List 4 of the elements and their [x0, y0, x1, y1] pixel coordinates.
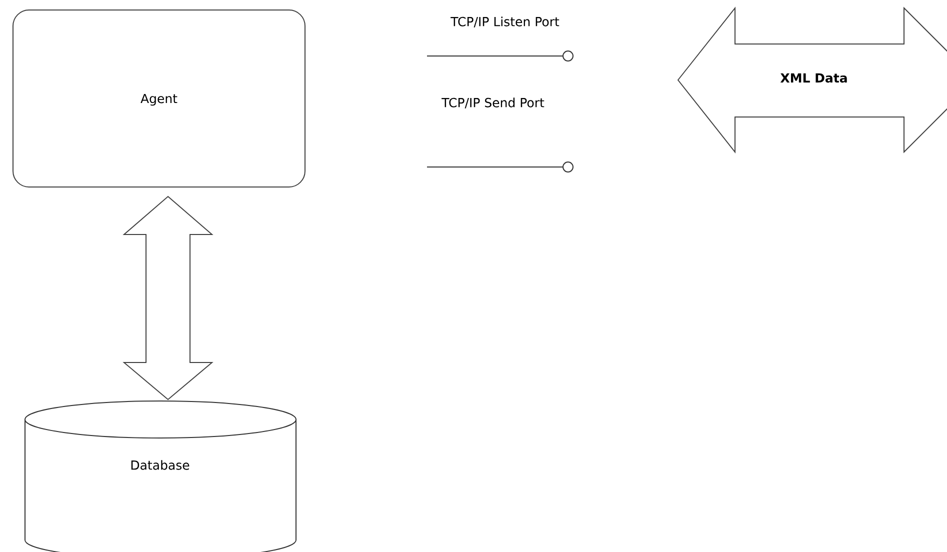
port-label: TCP/IP Listen Port — [450, 16, 560, 28]
process-box: Agent — [12, 10, 306, 188]
port-label: TCP/IP Send Port — [442, 98, 544, 108]
database-cylinder: Database — [24, 400, 296, 552]
